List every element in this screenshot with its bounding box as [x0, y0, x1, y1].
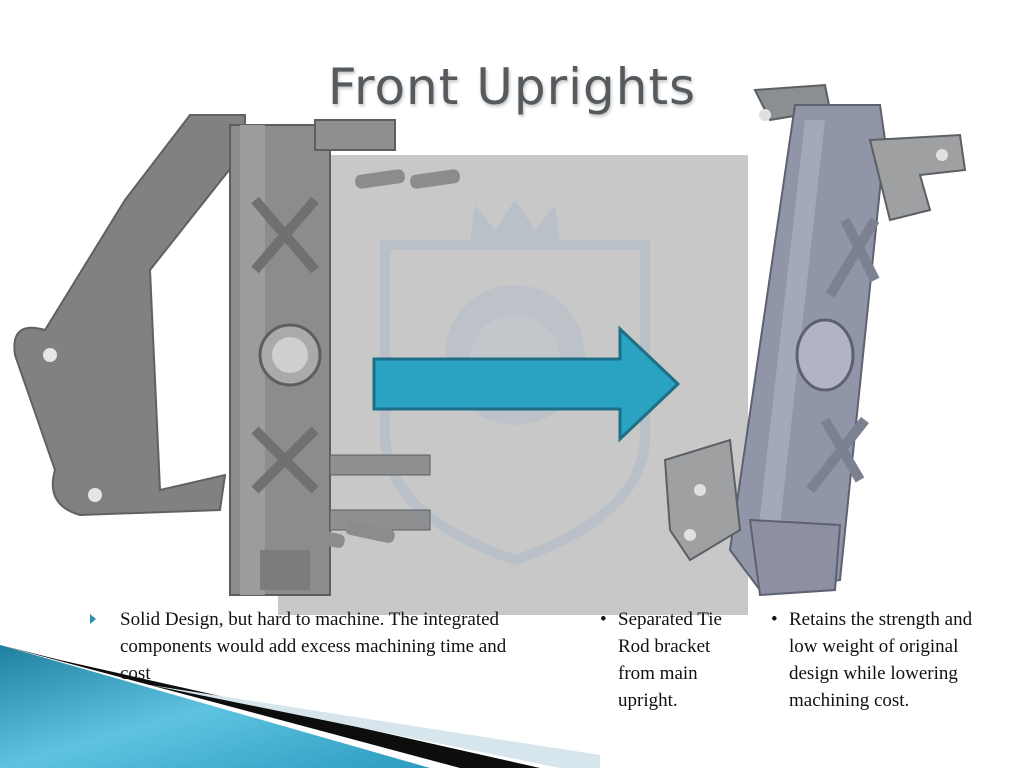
original-design-text: Solid Design, but hard to machine. The i…: [120, 609, 507, 684]
right-arrow-icon: [372, 325, 681, 443]
corner-decoration: [0, 645, 600, 768]
slide-title: Front Uprights: [327, 58, 697, 116]
strength-bullet: • Retains the strength and low weight of…: [771, 606, 981, 714]
dot-bullet-icon: •: [771, 609, 778, 630]
tie-rod-text: Separated Tie Rod bracket from main upri…: [618, 609, 722, 711]
original-upright-model: [13, 114, 460, 596]
original-design-bullet: Solid Design, but hard to machine. The i…: [90, 606, 510, 687]
dot-bullet-icon: •: [600, 609, 607, 630]
tie-rod-bullet: • Separated Tie Rod bracket from main up…: [600, 606, 750, 714]
triangle-bullet-icon: [90, 614, 96, 624]
redesigned-upright-model: [663, 83, 967, 597]
strength-text: Retains the strength and low weight of o…: [789, 609, 973, 711]
